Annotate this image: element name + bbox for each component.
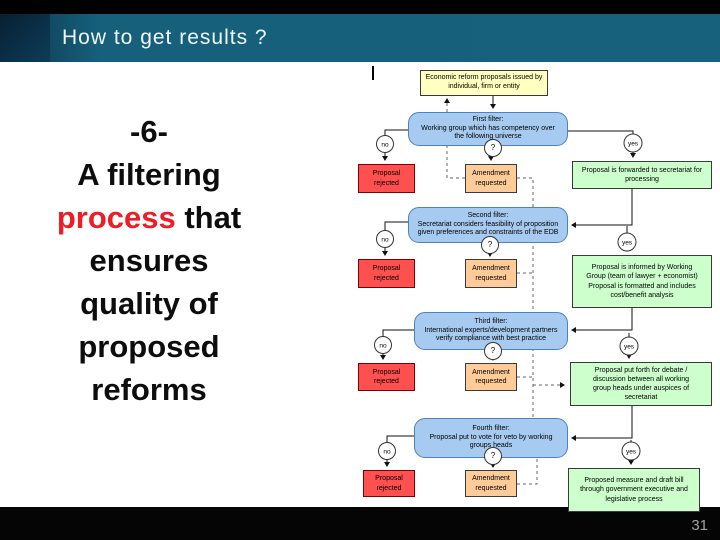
no-circle-4 — [378, 442, 396, 460]
outcome-box-3: Proposal put forth for debate / discussi… — [570, 362, 712, 406]
yes-circle-1 — [623, 133, 643, 153]
no-label-1: no — [381, 142, 389, 149]
question-circle-1: ? — [484, 139, 502, 157]
body-line-7: reforms — [91, 372, 207, 407]
amendment-box-2: Amendment requested — [465, 259, 517, 288]
body-line-1: -6- — [130, 114, 168, 149]
amendment-box-1: Amendment requested — [465, 164, 517, 193]
source-box: Economic reform proposals issued by indi… — [420, 70, 548, 96]
no-label-4: no — [383, 449, 391, 456]
arrow-outcome2-to-filter3 — [571, 308, 633, 333]
slide-title: How to get results ? — [62, 26, 268, 49]
arrow-filter2-no-reject2 — [382, 221, 408, 256]
yes-circle-2 — [617, 232, 637, 252]
body-line-2: A filtering — [77, 157, 221, 192]
no-circle-2 — [376, 230, 394, 248]
page-number: 31 — [691, 517, 708, 534]
rejected-box-4: Proposal rejected — [363, 470, 415, 497]
rejected-box-2: Proposal rejected — [358, 259, 415, 288]
arrow-filter1-no-reject1 — [382, 129, 408, 161]
amendment-box-4: Amendment requested — [465, 470, 517, 497]
arrow-filter4-no-reject4 — [384, 435, 414, 467]
arrow-outcome3-to-filter4 — [571, 406, 633, 441]
body-word-process: process — [56, 200, 176, 235]
question-circle-3: ? — [484, 342, 502, 360]
no-label-2: no — [381, 237, 389, 244]
question-circle-4: ? — [484, 447, 502, 465]
arrow-filter3-no-reject3 — [380, 329, 414, 360]
question-circle-2: ? — [481, 236, 499, 254]
title-bar-left-block — [0, 14, 50, 62]
top-black-bar — [0, 0, 720, 14]
yes-circle-4 — [621, 441, 641, 461]
stray-cursor-mark — [372, 66, 374, 80]
yes-label-3: yes — [624, 344, 635, 351]
body-line-3: process that — [4, 196, 294, 239]
outcome-box-4: Proposed measure and draft bill through … — [568, 468, 700, 512]
amendment-box-3: Amendment requested — [465, 363, 517, 391]
no-circle-1 — [376, 135, 394, 153]
arrow-filter1-yes-outcome1 — [568, 130, 636, 158]
arrow-outcome1-to-filter2 — [571, 189, 633, 228]
rejected-box-1: Proposal rejected — [358, 164, 415, 193]
feedback-amend4 — [517, 456, 538, 485]
body-line-6: proposed — [78, 329, 220, 364]
body-line-3-rest: that — [175, 200, 242, 235]
yes-label-2: yes — [622, 240, 633, 247]
no-circle-3 — [374, 336, 392, 354]
yes-label-4: yes — [626, 449, 637, 456]
rejected-box-3: Proposal rejected — [358, 363, 415, 391]
slide-body-text: -6- A filtering process that ensures qua… — [4, 110, 294, 411]
body-line-4: ensures — [89, 243, 209, 278]
bottom-black-bar — [0, 507, 720, 540]
outcome-box-2: Proposal is informed by Working Group (t… — [572, 255, 712, 308]
outcome-box-1: Proposal is forwarded to secretariat for… — [572, 161, 712, 189]
yes-label-1: yes — [628, 141, 639, 148]
yes-circle-3 — [619, 336, 639, 356]
title-bar — [0, 14, 720, 62]
no-label-3: no — [379, 343, 387, 350]
body-line-5: quality of — [80, 286, 218, 321]
